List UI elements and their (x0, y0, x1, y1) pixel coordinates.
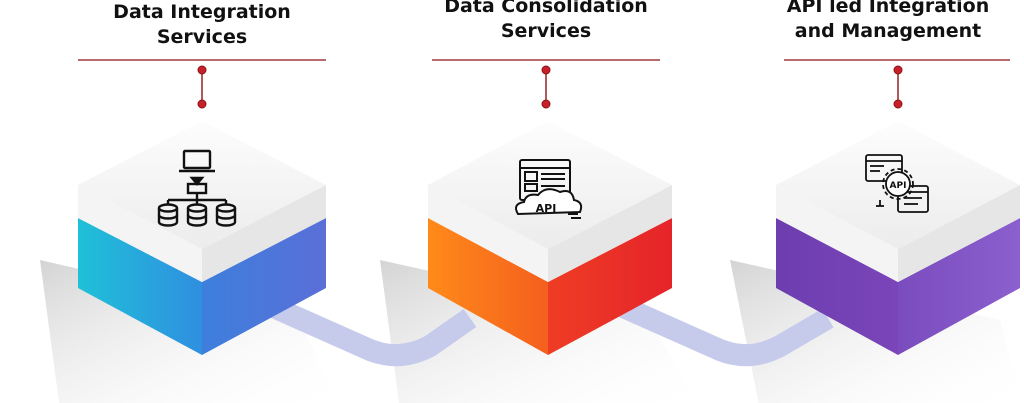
cube-side-face (202, 218, 326, 355)
title-line: API led Integration (786, 0, 990, 17)
title-line: Services (156, 26, 248, 48)
pins (78, 59, 1010, 109)
cube-front-face (428, 218, 548, 355)
api-cloud-icon: API (515, 159, 583, 219)
cube-front-face (78, 218, 202, 355)
cube-top-rim (548, 185, 672, 282)
service-title-api-led: API led Integration and Management (738, 0, 1024, 44)
pin-dot (893, 99, 903, 109)
pin-dot (541, 99, 551, 109)
cube-top-rim (428, 185, 548, 282)
pin-dot (197, 99, 207, 109)
cube-data-consolidation: API (428, 121, 672, 355)
service-title-data-consolidation: Data Consolidation Services (396, 0, 696, 44)
api-label: API (536, 202, 557, 215)
service-title-data-integration: Data Integration Services (52, 0, 352, 50)
pin-dot (541, 65, 551, 75)
api-label: API (890, 181, 907, 191)
pin-dot (197, 65, 207, 75)
cube-side-face (898, 218, 1020, 355)
cube-side-face (548, 218, 672, 355)
title-line: Data Integration (113, 1, 291, 23)
cube-top-rim (202, 185, 326, 282)
connectors (257, 291, 834, 367)
connector-1-2 (257, 291, 477, 367)
database-network-icon (157, 149, 237, 227)
cube-top-rim (898, 185, 1020, 282)
title-line: Services (500, 20, 592, 42)
pin-dot (893, 65, 903, 75)
title-line: and Management (794, 20, 982, 42)
cube-top-rim (776, 185, 898, 282)
api-gear-icon: API (865, 154, 929, 213)
connector-2-3 (607, 291, 834, 367)
cube-top-rim (78, 185, 202, 282)
cube-api-led: API (776, 121, 1020, 355)
title-line: Data Consolidation (444, 0, 648, 17)
cube-data-integration (78, 121, 326, 355)
cube-front-face (776, 218, 898, 355)
